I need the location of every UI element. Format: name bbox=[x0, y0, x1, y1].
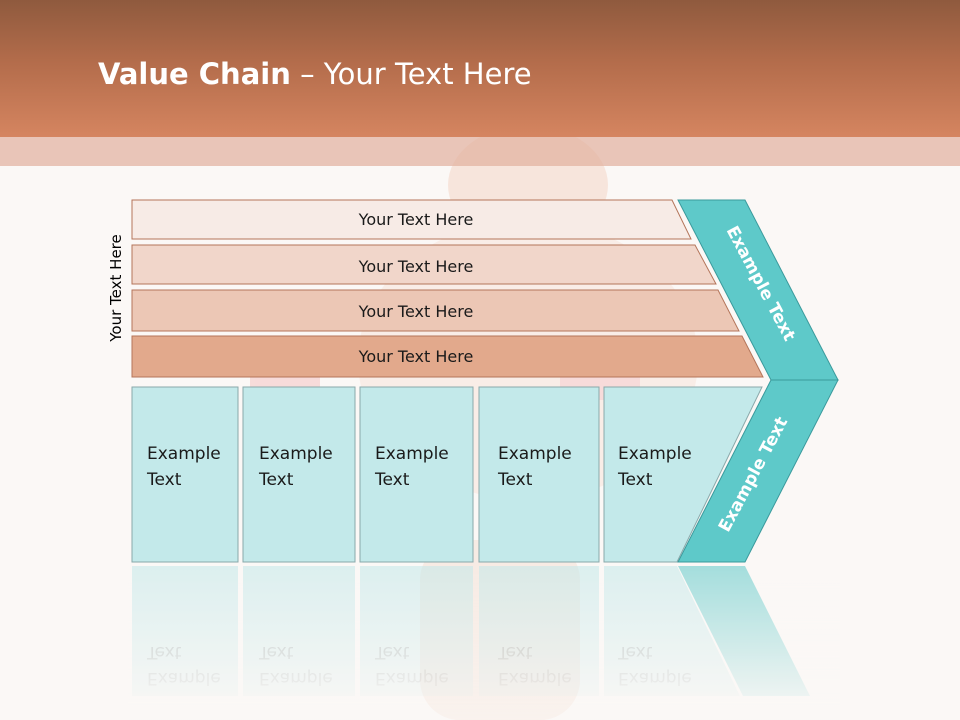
support-bar-1[interactable] bbox=[131, 199, 692, 240]
header-band bbox=[0, 137, 960, 166]
support-bar-3-label: Your Text Here bbox=[358, 302, 474, 321]
primary-box-3[interactable] bbox=[359, 386, 474, 563]
support-bar-3[interactable] bbox=[131, 289, 740, 332]
support-bar-2[interactable] bbox=[131, 244, 717, 285]
diagram-reflection: Example Text Example Text Example Text E… bbox=[120, 566, 840, 720]
support-bar-1-label: Your Text Here bbox=[358, 210, 474, 229]
primary-boxes: Example Text Example Text Example Text E… bbox=[131, 386, 763, 563]
support-bar-2-label: Your Text Here bbox=[358, 257, 474, 276]
primary-box-2[interactable] bbox=[242, 386, 356, 563]
support-bar-4[interactable] bbox=[131, 335, 764, 378]
primary-box-1[interactable] bbox=[131, 386, 239, 563]
primary-box-5[interactable] bbox=[603, 386, 763, 563]
slide-title: Value Chain – Your Text Here bbox=[98, 52, 532, 96]
primary-box-3-line2: Text bbox=[374, 470, 410, 490]
primary-box-4-line2: Text bbox=[497, 470, 533, 490]
primary-box-4-line1: Example bbox=[498, 444, 572, 464]
primary-box-5-line2: Text bbox=[617, 470, 653, 490]
primary-box-1-line1: Example bbox=[147, 444, 221, 464]
primary-box-2-line1: Example bbox=[259, 444, 333, 464]
title-header bbox=[0, 0, 960, 137]
primary-box-2-line2: Text bbox=[258, 470, 294, 490]
support-bars: Your Text Here Your Text Here Your Text … bbox=[131, 199, 764, 378]
primary-box-4[interactable] bbox=[478, 386, 600, 563]
chevron-lower[interactable] bbox=[677, 379, 839, 563]
title-bold: Value Chain bbox=[98, 57, 291, 91]
primary-box-1-line2: Text bbox=[146, 470, 182, 490]
primary-box-3-line1: Example bbox=[375, 444, 449, 464]
primary-box-5-line1: Example bbox=[618, 444, 692, 464]
support-bar-4-label: Your Text Here bbox=[358, 347, 474, 366]
title-rest: – Your Text Here bbox=[300, 57, 532, 91]
